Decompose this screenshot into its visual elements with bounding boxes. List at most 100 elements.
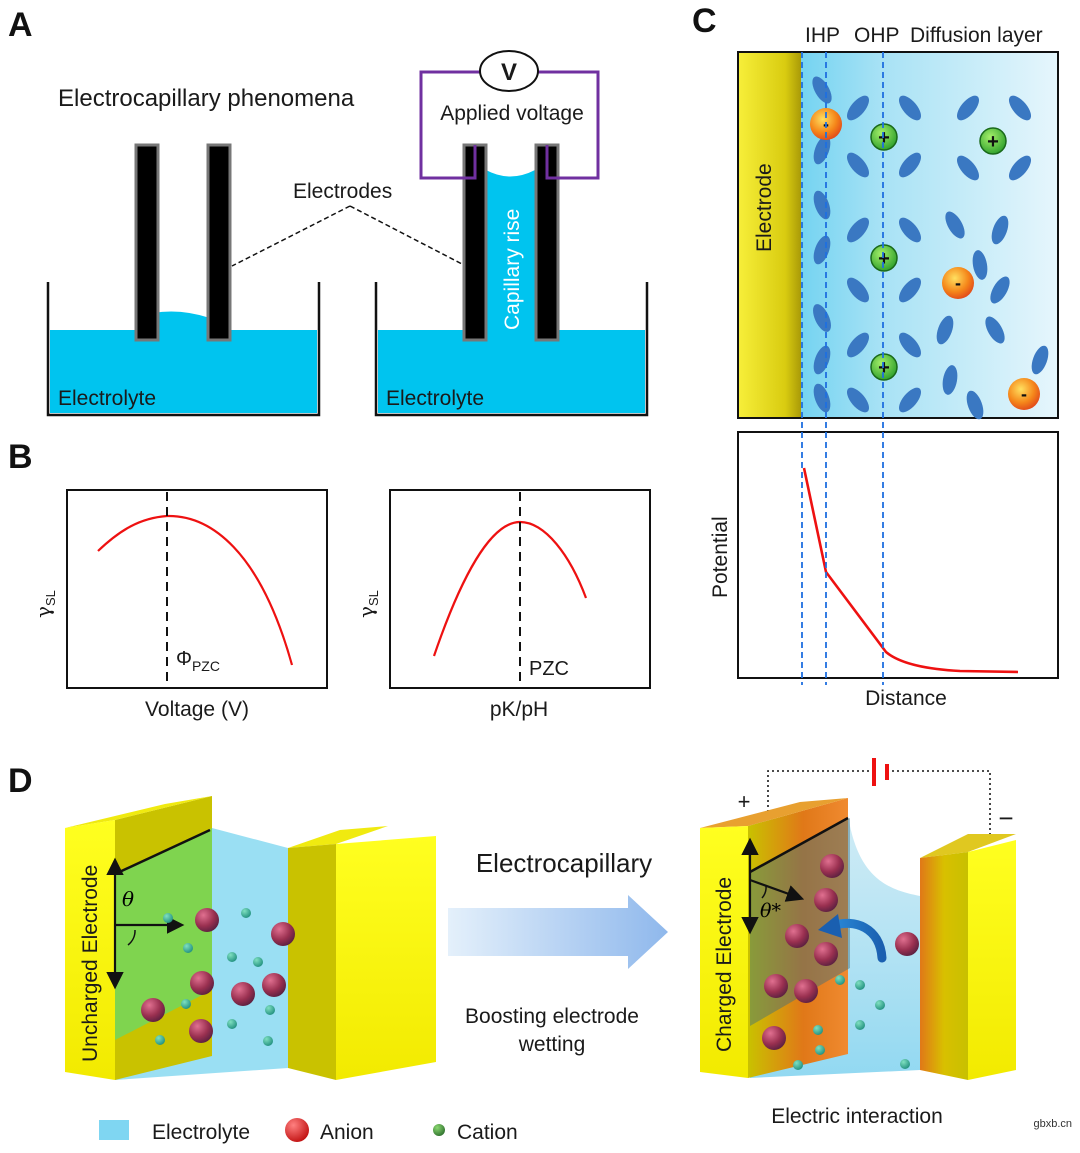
voltmeter-label: V bbox=[501, 59, 517, 86]
anion-particle bbox=[231, 982, 255, 1006]
d-right-diag-arrow bbox=[749, 878, 805, 902]
panel-label-b: B bbox=[8, 438, 33, 476]
d-attraction-arrow-head bbox=[818, 914, 842, 938]
left-electrode-1 bbox=[134, 143, 160, 342]
anion-icon bbox=[942, 267, 974, 299]
water-molecule-icon bbox=[972, 250, 988, 280]
cation-particle bbox=[855, 980, 865, 990]
electrodes-leader-right bbox=[349, 205, 463, 265]
d-circuit-right bbox=[892, 770, 991, 840]
d-plus-sign: + bbox=[738, 789, 751, 814]
anion-sign: - bbox=[1021, 384, 1027, 404]
water-molecule-icon bbox=[1031, 345, 1049, 375]
right-electrolyte bbox=[378, 330, 645, 413]
cation-icon bbox=[870, 353, 898, 381]
legend-electrolyte-label: Electrolyte bbox=[152, 1121, 250, 1144]
panel-label-a: A bbox=[8, 6, 33, 44]
panel-a: Electrocapillary phenomena Electrolyte E… bbox=[46, 50, 649, 417]
anion-particle bbox=[189, 1019, 213, 1043]
legend-anion-icon bbox=[285, 1118, 309, 1142]
cation-particle bbox=[813, 1025, 823, 1035]
cation-particle bbox=[263, 1036, 273, 1046]
d-theta-label: θ bbox=[122, 887, 134, 911]
d-electric-interaction: Electric interaction bbox=[771, 1105, 943, 1128]
d-left-plate-front bbox=[65, 820, 115, 1080]
panel-label-c: C bbox=[692, 2, 717, 40]
panel-d: Uncharged Electrode θ Electrocapillary B… bbox=[65, 758, 1016, 1144]
water-molecule-icon bbox=[956, 95, 980, 121]
d-left-plate-top bbox=[65, 796, 212, 828]
d-left-rplate-top bbox=[288, 826, 388, 848]
cation-particle bbox=[793, 1060, 803, 1070]
cation-particle bbox=[227, 952, 237, 962]
d-right-rplate-side bbox=[920, 852, 968, 1080]
water-molecule-icon bbox=[898, 95, 922, 121]
left-electrolyte bbox=[50, 311, 317, 413]
cation-icon bbox=[870, 244, 898, 272]
cation-sign: + bbox=[878, 357, 890, 379]
water-molecule-icon bbox=[942, 365, 958, 395]
water-molecule-icon bbox=[956, 155, 980, 181]
water-molecule-icon bbox=[898, 217, 922, 243]
panel-c: IHP OHP Diffusion layer Electrode ++++--… bbox=[709, 24, 1059, 710]
d-right-contact-line bbox=[749, 816, 849, 874]
cation-icon bbox=[870, 123, 898, 151]
cation-sign: + bbox=[878, 127, 890, 149]
water-molecule-icon bbox=[966, 390, 984, 420]
voltage-circuit: V Applied voltage bbox=[419, 50, 600, 180]
anion-particle bbox=[814, 888, 838, 912]
d-right-rplate-top bbox=[920, 834, 1016, 858]
c-potential-curve bbox=[802, 467, 1019, 674]
b-right-marker: PZC bbox=[529, 658, 569, 680]
anion-particle bbox=[762, 1026, 786, 1050]
cation-particle bbox=[835, 975, 845, 985]
b-left-xlabel: Voltage (V) bbox=[145, 698, 249, 721]
left-beaker-wall bbox=[46, 282, 321, 417]
cation-particle bbox=[253, 957, 263, 967]
water-molecule-icon bbox=[991, 215, 1009, 245]
capillary-rise-label: Capillary rise bbox=[501, 209, 524, 330]
d-right-cell: + − Charged Electrode θ* bbox=[700, 758, 1016, 1128]
b-left-frame bbox=[66, 489, 328, 689]
d-right-rplate-front bbox=[968, 840, 1016, 1080]
d-right-plate-front bbox=[700, 826, 748, 1078]
d-left-rplate-front bbox=[336, 836, 436, 1080]
d-arrow-title: Electrocapillary bbox=[476, 848, 652, 878]
water-molecule-icon bbox=[945, 211, 965, 239]
right-beaker: Electrolyte Capillary rise bbox=[374, 143, 649, 417]
d-left-particles bbox=[141, 908, 295, 1046]
d-right-plate-top bbox=[700, 798, 848, 828]
c-ohp-label: OHP bbox=[854, 24, 900, 47]
anion-particle bbox=[764, 974, 788, 998]
d-charged-label: Charged Electrode bbox=[713, 877, 736, 1052]
left-electrode-2 bbox=[206, 143, 232, 342]
d-left-contact-line bbox=[114, 828, 211, 876]
d-left-angle-arc bbox=[127, 929, 136, 946]
anion-particle bbox=[785, 924, 809, 948]
electrodes-label: Electrodes bbox=[293, 180, 392, 203]
anion-particle bbox=[195, 908, 219, 932]
cation-sign: + bbox=[987, 131, 999, 153]
c-electrode-label: Electrode bbox=[753, 163, 776, 252]
cation-particle bbox=[183, 943, 193, 953]
d-arrow-sub2: wetting bbox=[518, 1033, 586, 1056]
anion-particle bbox=[895, 932, 919, 956]
cation-particle bbox=[815, 1045, 825, 1055]
c-ylabel: Potential bbox=[709, 516, 732, 598]
d-left-cell: Uncharged Electrode θ bbox=[65, 796, 436, 1080]
c-diffusion-label: Diffusion layer bbox=[910, 24, 1043, 47]
cation-particle bbox=[181, 999, 191, 1009]
c-bottom-frame bbox=[737, 431, 1059, 679]
water-molecule-icon bbox=[898, 277, 922, 303]
cation-particle bbox=[241, 908, 251, 918]
water-molecule-icon bbox=[846, 387, 870, 413]
d-arrow-sub1: Boosting electrode bbox=[465, 1005, 639, 1028]
d-left-wetting-wedge bbox=[115, 828, 212, 1040]
voltmeter-icon bbox=[479, 50, 539, 92]
legend-electrolyte-swatch bbox=[99, 1120, 129, 1140]
anion-particle bbox=[141, 998, 165, 1022]
b-right-xlabel: pK/pH bbox=[490, 698, 548, 721]
water-molecule-icon bbox=[846, 95, 870, 121]
d-left-rplate-side bbox=[288, 844, 336, 1080]
water-molecule-icon bbox=[846, 217, 870, 243]
